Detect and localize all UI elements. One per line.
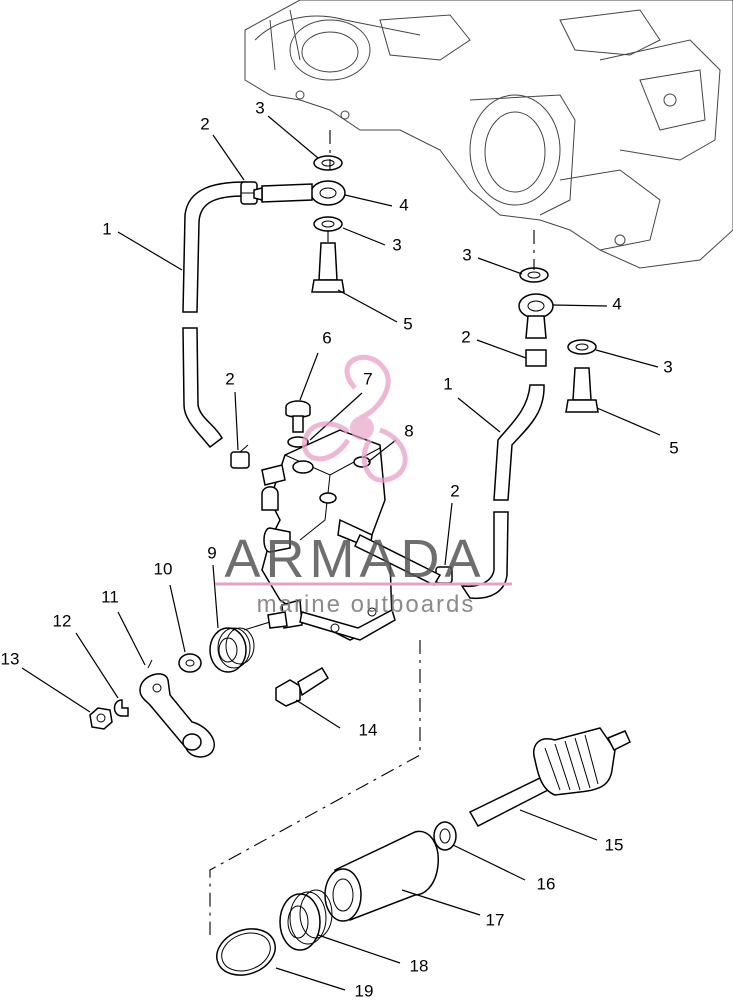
engine-block-outline xyxy=(244,0,733,269)
callout-18: 18 xyxy=(410,956,429,975)
watermark-logo: ARMADA marine outboards xyxy=(215,354,512,618)
callout-4-left: 4 xyxy=(399,195,408,214)
callout-3-right-bottom: 3 xyxy=(663,357,672,376)
watermark-name: ARMADA xyxy=(224,529,485,589)
callout-2-right-upper: 2 xyxy=(461,327,470,346)
watermark-tagline: marine outboards xyxy=(257,591,476,618)
callout-4-right: 4 xyxy=(612,294,621,313)
hose-left xyxy=(182,181,246,449)
callout-1-left: 1 xyxy=(102,219,111,238)
callout-16: 16 xyxy=(537,874,556,893)
seal-18 xyxy=(279,889,333,951)
propeller-logo-icon xyxy=(302,354,408,483)
callout-2-right-lower: 2 xyxy=(450,481,459,500)
callout-3-right-top: 3 xyxy=(462,245,471,264)
leader-lines xyxy=(21,115,661,991)
nut-13 xyxy=(89,707,113,730)
callout-15: 15 xyxy=(605,835,624,854)
washer-16 xyxy=(433,821,457,851)
washer-10 xyxy=(178,653,202,673)
callout-6: 6 xyxy=(322,328,331,347)
banjo-fitting-left xyxy=(253,155,346,293)
callout-12: 12 xyxy=(53,611,72,630)
bolt-14 xyxy=(275,666,330,707)
callout-2-upper-left: 2 xyxy=(200,114,209,133)
callout-3-upper-left-bottom: 3 xyxy=(392,235,401,254)
callout-5-right: 5 xyxy=(669,438,678,457)
callout-3-upper-left-top: 3 xyxy=(255,98,264,117)
callout-8: 8 xyxy=(404,421,413,440)
callout-11: 11 xyxy=(101,587,119,606)
drive-gear-15 xyxy=(468,727,631,827)
callout-labels: 1 2 3 4 3 5 3 4 2 3 5 1 2 6 7 8 2 9 10 1… xyxy=(1,98,679,1000)
callout-5-left: 5 xyxy=(403,314,412,333)
banjo-fitting-right xyxy=(518,267,599,413)
callout-19: 19 xyxy=(355,981,374,1000)
bushing-17 xyxy=(324,830,439,922)
hose-clamp-left-lower xyxy=(230,444,250,469)
o-ring-19 xyxy=(216,928,276,976)
callout-13: 13 xyxy=(1,649,20,668)
assembly-center-line xyxy=(209,130,535,935)
callout-2-middle-left: 2 xyxy=(225,369,234,388)
callout-9: 9 xyxy=(207,543,216,562)
clip-12 xyxy=(113,699,129,717)
callout-7: 7 xyxy=(363,369,372,388)
lever-11 xyxy=(139,659,215,758)
callout-17: 17 xyxy=(486,910,505,929)
callout-14: 14 xyxy=(359,720,378,739)
spring-9 xyxy=(209,611,288,673)
callout-1-right: 1 xyxy=(443,374,452,393)
callout-10: 10 xyxy=(154,559,173,578)
hose-right xyxy=(460,384,545,600)
